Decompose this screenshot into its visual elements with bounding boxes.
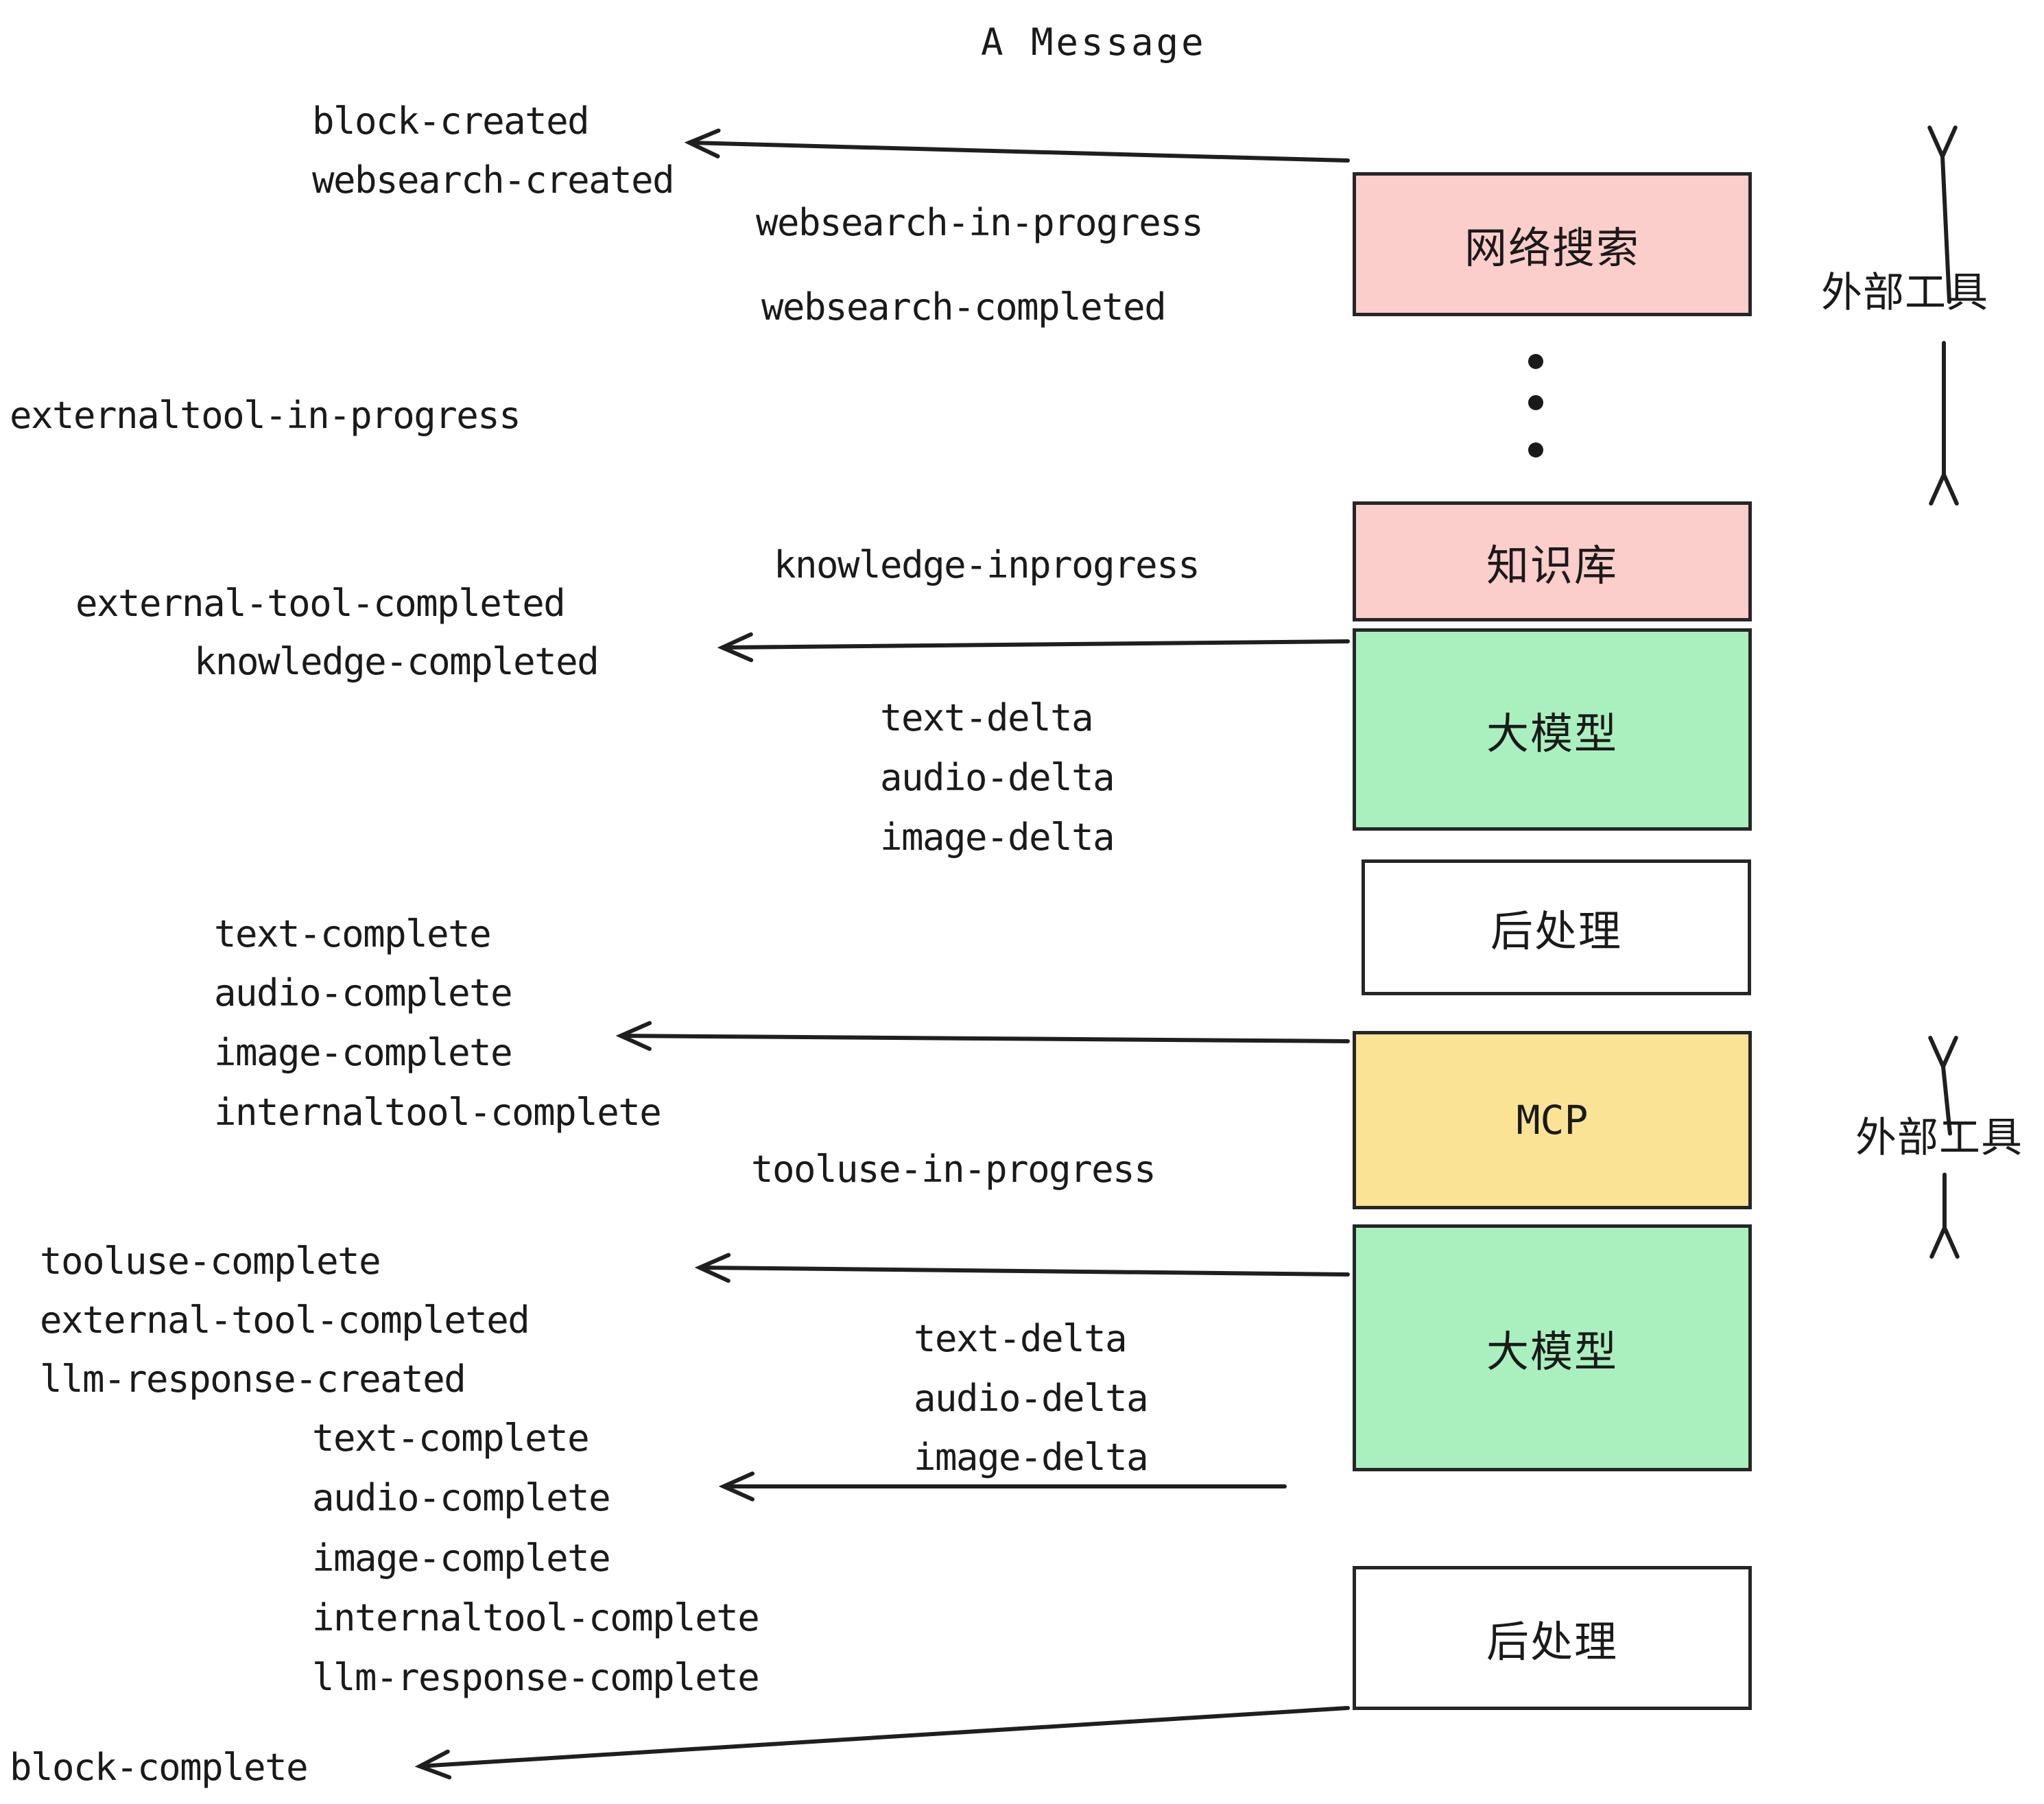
event-label-text-delta-1: text-delta — [880, 696, 1094, 739]
event-label-websearch-completed: websearch-completed — [761, 285, 1167, 329]
node-label-llm2: 大模型 — [1486, 1327, 1618, 1377]
event-label-text-delta-2: text-delta — [914, 1317, 1128, 1360]
node-mcp: MCP — [1353, 1031, 1752, 1209]
event-label-text-complete-2: text-complete — [312, 1416, 590, 1460]
event-label-audio-complete-2: audio-complete — [312, 1476, 611, 1519]
arrow-post2-to-block-line — [418, 1706, 1350, 1768]
event-label-websearch-created: websearch-created — [312, 158, 675, 202]
event-label-websearch-in-progress: websearch-in-progress — [756, 201, 1204, 244]
node-post2: 后处理 — [1353, 1566, 1752, 1710]
node-post1: 后处理 — [1362, 859, 1751, 995]
bracket-label-external-tool-top: 外部工具 — [1821, 269, 1988, 317]
event-label-image-delta-2: image-delta — [914, 1436, 1149, 1479]
event-label-knowledge-completed: knowledge-completed — [194, 640, 599, 683]
node-label-post1: 后处理 — [1490, 906, 1622, 956]
external-tool-bracket-top-down-head — [1929, 469, 1959, 506]
event-label-llm-response-complete: llm-response-complete — [312, 1656, 760, 1699]
node-label-websearch: 网络搜索 — [1464, 223, 1640, 273]
event-label-external-tool-completed-2: external-tool-completed — [40, 1298, 530, 1342]
arrow-mcp-out-to-left-head — [694, 1253, 731, 1283]
event-label-tooluse-in-progress: tooluse-in-progress — [751, 1148, 1156, 1191]
event-label-llm-response-created: llm-response-created — [40, 1357, 466, 1401]
event-label-text-complete-1: text-complete — [214, 912, 492, 956]
event-label-image-complete-1: image-complete — [214, 1031, 513, 1074]
ellipsis-dot-1 — [1528, 354, 1543, 369]
node-llm1: 大模型 — [1353, 628, 1752, 831]
event-label-image-complete-2: image-complete — [312, 1536, 611, 1580]
arrow-mcp-in-to-left-line — [619, 1034, 1350, 1043]
external-tool-bracket-bottom-down-head — [1929, 1222, 1960, 1259]
node-knowledge: 知识库 — [1353, 501, 1752, 621]
event-label-audio-delta-1: audio-delta — [880, 756, 1115, 799]
node-label-llm1: 大模型 — [1486, 708, 1618, 759]
page-title: A Message — [981, 21, 1207, 64]
arrow-knowledge-to-left-line — [720, 639, 1350, 650]
node-websearch: 网络搜索 — [1353, 172, 1752, 316]
ellipsis-dot-3 — [1528, 442, 1543, 458]
event-label-audio-delta-2: audio-delta — [914, 1377, 1149, 1420]
external-tool-bracket-bottom-up-head — [1928, 1035, 1958, 1072]
node-label-post2: 后处理 — [1486, 1617, 1618, 1667]
arrow-mcp-in-to-left-head — [615, 1021, 652, 1052]
event-label-audio-complete-1: audio-complete — [214, 971, 513, 1014]
event-label-block-created: block-created — [312, 99, 590, 143]
event-label-tooluse-complete: tooluse-complete — [40, 1239, 381, 1283]
arrow-llm2-to-left-head — [718, 1471, 755, 1502]
arrow-post2-to-block-head — [414, 1749, 452, 1780]
event-label-knowledge-inprogress: knowledge-inprogress — [774, 543, 1200, 586]
event-label-internaltool-complete-1: internaltool-complete — [214, 1091, 662, 1134]
event-label-block-complete: block-complete — [10, 1746, 309, 1789]
arrow-mcp-out-to-left-line — [698, 1266, 1350, 1277]
arrow-websearch-to-left-head — [684, 128, 721, 158]
event-label-externaltool-in-progress: externaltool-in-progress — [10, 394, 521, 437]
event-label-external-tool-completed-1: external-tool-completed — [75, 582, 566, 625]
node-label-mcp: MCP — [1516, 1097, 1589, 1143]
event-label-image-delta-1: image-delta — [880, 816, 1115, 859]
arrow-knowledge-to-left-head — [717, 632, 754, 663]
event-label-internaltool-complete-2: internaltool-complete — [312, 1596, 760, 1639]
bracket-label-external-tool-bottom: 外部工具 — [1855, 1114, 2023, 1162]
ellipsis-dot-2 — [1528, 395, 1543, 410]
node-label-knowledge: 知识库 — [1486, 540, 1618, 591]
arrow-websearch-to-left-line — [687, 141, 1350, 163]
node-llm2: 大模型 — [1353, 1224, 1752, 1471]
external-tool-bracket-top-up-head — [1927, 125, 1958, 162]
